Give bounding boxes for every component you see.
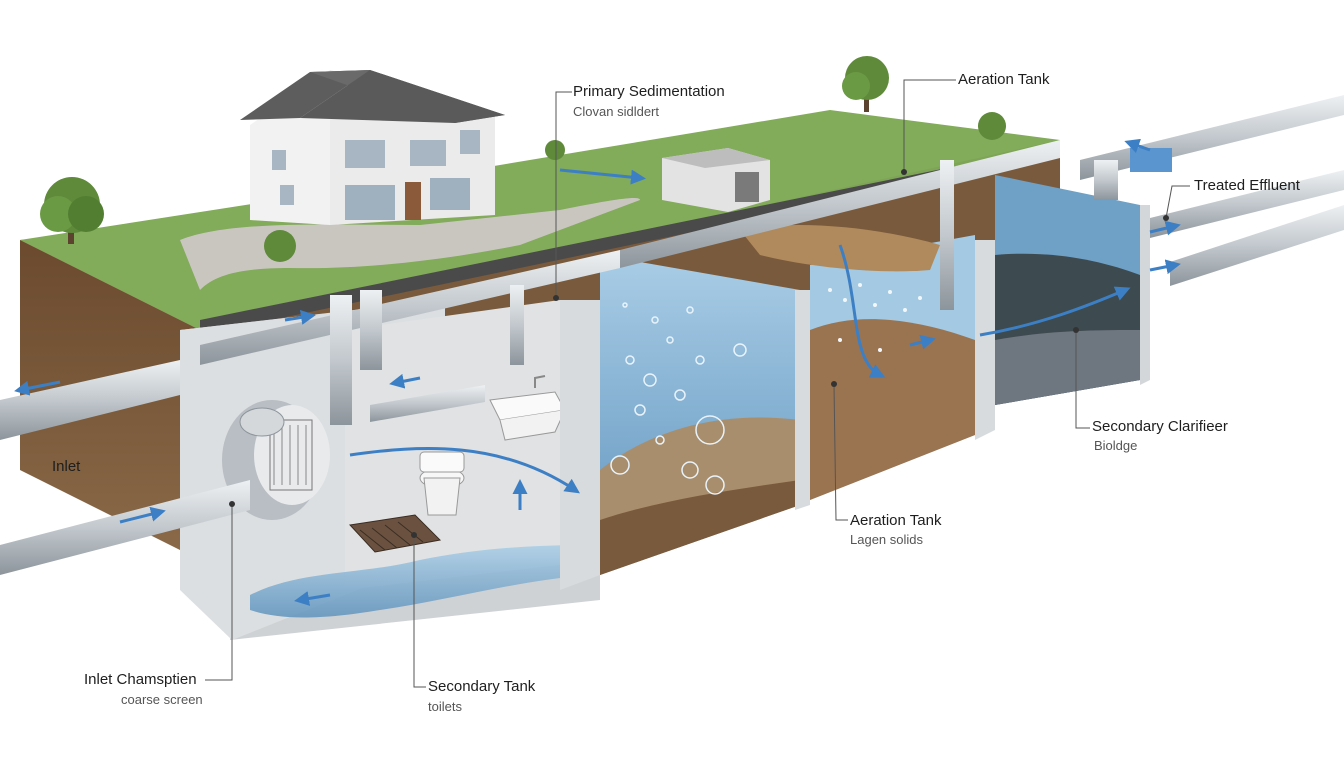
secondary-clarifier-label: Secondary Clarifieer (1092, 418, 1228, 435)
aeration-tank-bottom-sublabel: Lagen solids (850, 532, 923, 547)
leader-lines (205, 79, 1190, 688)
tree-icon (842, 56, 889, 112)
aeration-tank-top-label: Aeration Tank (958, 71, 1050, 88)
aeration-bubbles (828, 283, 922, 352)
aeration-sludge (810, 319, 975, 500)
inlet-chamber-label: Inlet Chamsptien (84, 671, 197, 688)
secondary-tank-label: Secondary Tank (428, 678, 536, 695)
shrub-icon (545, 140, 565, 160)
shrub-icon (978, 112, 1006, 140)
paved-path (180, 198, 640, 290)
primary-sedimentation-label: Primary Sedimentation (573, 83, 725, 100)
divider-wall (795, 290, 810, 510)
bubble-cluster (610, 302, 747, 495)
inlet-label: Inlet (52, 458, 81, 475)
divider-wall (560, 300, 600, 590)
inlet-chamber-sublabel: coarse screen (121, 692, 203, 707)
house-icon (240, 70, 505, 225)
sink-icon (489, 375, 566, 441)
secondary-tank-water (250, 545, 590, 618)
secondary-clarifier-sublabel: Bioldge (1094, 438, 1138, 453)
divider-wall (975, 240, 995, 440)
tree-icon (40, 177, 104, 244)
clarifier-gravel (995, 330, 1140, 405)
toilet-icon (419, 451, 465, 516)
shrub-icon (264, 230, 296, 262)
grate-icon (348, 514, 442, 553)
primary-sedimentation-sublabel: Clovan sidldert (573, 104, 659, 119)
trench-edge (200, 145, 1060, 335)
flow-arrows (14, 138, 1181, 606)
pipe-icon (0, 95, 1344, 575)
secondary-tank-sublabel: toilets (428, 699, 462, 714)
treated-effluent-label: Treated Effluent (1194, 177, 1300, 194)
shed-icon (662, 148, 770, 212)
sedimentation-sludge-dark (600, 480, 800, 575)
aeration-tank-bottom-label: Aeration Tank (850, 512, 942, 529)
clarifier-wall (1140, 205, 1150, 385)
